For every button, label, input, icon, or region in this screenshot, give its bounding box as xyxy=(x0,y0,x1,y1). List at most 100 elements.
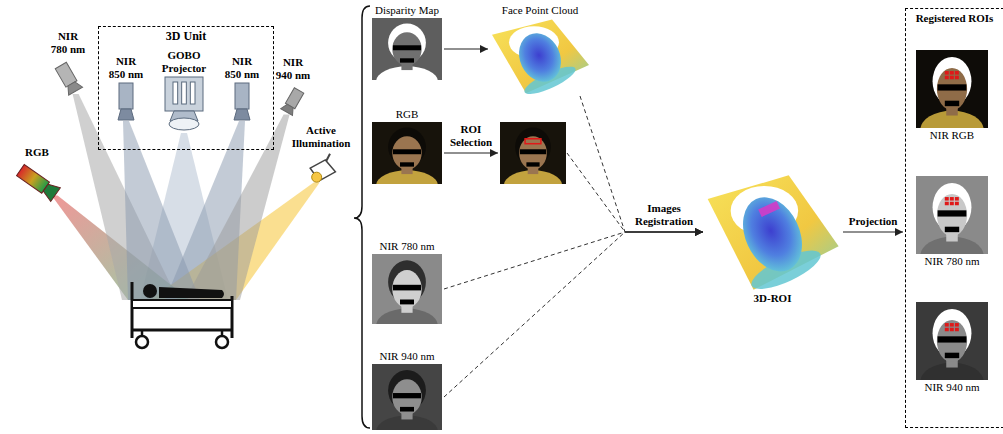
arrow-line xyxy=(625,231,703,232)
privacy-bar xyxy=(400,58,414,62)
image-caption: NIR 940 nm xyxy=(916,381,988,394)
camera-symbol xyxy=(15,163,60,201)
gobo-slide xyxy=(182,82,187,104)
arrow-line xyxy=(625,231,703,232)
privacy-bar xyxy=(938,84,967,90)
bed-frame xyxy=(132,329,232,332)
bed-mattress xyxy=(132,300,232,308)
privacy-bar xyxy=(526,162,539,166)
image-panel: NIR 940 nm xyxy=(372,350,442,431)
group-title: 3D Unit xyxy=(99,27,273,43)
face xyxy=(392,270,421,308)
shoulders xyxy=(504,170,562,200)
point-cloud-face xyxy=(732,188,814,281)
roi-patch xyxy=(945,197,949,201)
privacy-bar xyxy=(945,227,959,232)
bed-wheel xyxy=(136,336,148,348)
nir-camera: NIR 850 nm xyxy=(221,55,263,123)
device-label: Active Illumination xyxy=(291,124,351,150)
device-symbol xyxy=(230,83,254,123)
roi-patch xyxy=(945,202,949,206)
camera-symbol xyxy=(54,61,83,95)
roi-patch xyxy=(950,323,954,327)
face-image xyxy=(372,364,442,430)
roi-patch xyxy=(955,71,959,75)
device-label: NIR 940 nm xyxy=(275,56,311,82)
privacy-bar xyxy=(938,336,967,342)
connector xyxy=(444,49,488,50)
arrow-line xyxy=(444,48,488,49)
camera-lens xyxy=(234,109,250,120)
nir-camera: NIR 850 nm xyxy=(105,55,147,123)
face xyxy=(937,194,967,236)
dashed-line xyxy=(444,232,625,289)
roi-patch xyxy=(950,328,954,332)
nir-camera: NIR 940 nm xyxy=(272,56,314,118)
face xyxy=(519,136,547,169)
privacy-bar xyxy=(400,407,414,412)
roi-patch xyxy=(950,76,954,80)
device-label: NIR 850 nm xyxy=(224,55,260,81)
point-cloud-face xyxy=(511,26,568,88)
device-label: NIR 780 nm xyxy=(50,30,86,56)
point-cloud-panel: 3D-ROI xyxy=(705,172,840,305)
image-panel: RGB xyxy=(372,108,442,185)
image-panel: NIR 780 nm xyxy=(916,175,988,268)
privacy-bar xyxy=(938,210,967,216)
privacy-bar xyxy=(393,393,421,398)
rgb-camera: RGB xyxy=(8,146,66,203)
gobo-slide xyxy=(190,82,195,104)
roi-patch xyxy=(955,76,959,80)
unit-box: 3D UnitNIR 850 nmGOBO ProjectorNIR 850 n… xyxy=(98,26,274,150)
image-panel: Disparity Map xyxy=(372,4,442,81)
gobo-slide xyxy=(173,82,178,104)
lamp-bulb xyxy=(312,172,322,182)
face-image xyxy=(916,302,988,380)
image-caption: Face Point Cloud xyxy=(490,4,590,17)
registered-box: Registered ROIsNIR RGBNIR 780 nmNIR 940 … xyxy=(905,8,1003,428)
image-caption: Disparity Map xyxy=(372,4,442,17)
roi-patch xyxy=(955,202,959,206)
light-beams xyxy=(52,94,320,300)
nir-camera: NIR 780 nm xyxy=(46,30,90,98)
privacy-bar xyxy=(393,285,421,291)
dashed-line xyxy=(567,153,625,232)
step-label: ROI Selection xyxy=(443,123,499,149)
image-panel: NIR 780 nm xyxy=(372,240,442,325)
camera-lens xyxy=(40,181,60,202)
roi-patch xyxy=(945,71,949,75)
privacy-bar xyxy=(393,45,421,50)
image-caption: NIR 940 nm xyxy=(372,350,442,363)
image-caption: 3D-ROI xyxy=(705,292,840,305)
image-panel: NIR 940 nm xyxy=(916,301,988,394)
connector xyxy=(843,232,903,233)
face-image xyxy=(500,122,566,200)
image-panel: NIR RGB xyxy=(916,49,988,142)
projector-lens xyxy=(169,118,199,130)
arrow-line xyxy=(843,231,903,232)
roi-selection-illustration xyxy=(444,122,625,232)
camera-body xyxy=(119,83,133,109)
image-caption: NIR 780 nm xyxy=(916,255,988,268)
gobo-projector: GOBO Projector xyxy=(157,49,211,133)
hospital-bed xyxy=(132,282,232,348)
roi-region xyxy=(758,201,780,217)
roi-box xyxy=(525,139,541,144)
edge-label: Projection xyxy=(841,215,905,228)
privacy-bar xyxy=(945,101,959,106)
roi-patch xyxy=(945,328,949,332)
camera-symbol xyxy=(281,87,305,115)
image-caption: NIR RGB xyxy=(916,129,988,142)
face-image xyxy=(372,18,442,80)
device-symbol xyxy=(277,84,309,118)
face xyxy=(392,32,421,65)
device-symbol xyxy=(49,58,87,98)
patient-head xyxy=(143,284,157,298)
roi-patch xyxy=(950,197,954,201)
face xyxy=(392,379,421,415)
camera-lens xyxy=(281,103,296,116)
device-symbol xyxy=(303,152,339,188)
roi-patch xyxy=(955,197,959,201)
dashed-line xyxy=(580,96,625,232)
connector xyxy=(444,232,703,289)
